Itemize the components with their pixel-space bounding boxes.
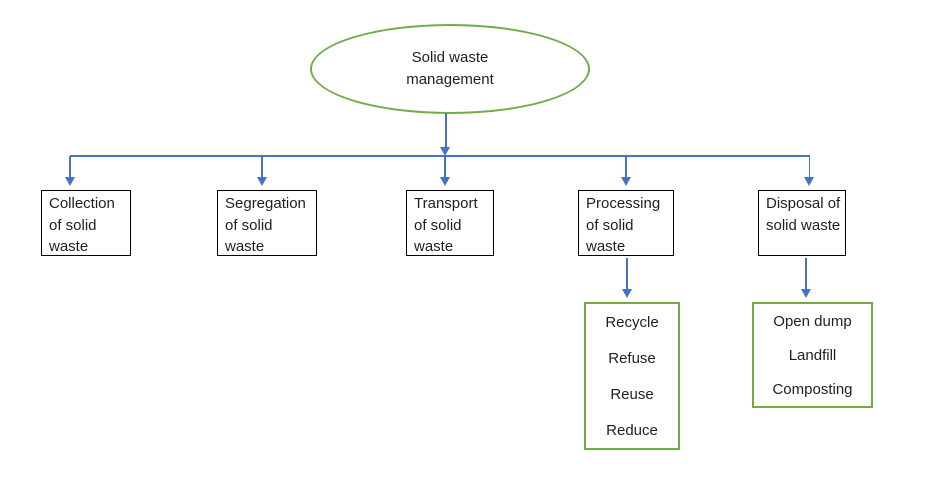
connector-processing-to-methods-arrowhead — [621, 289, 632, 298]
connector-disposal-to-methods-arrowhead — [800, 289, 811, 298]
stage-box-segregation-label: Segregation of solid waste — [225, 195, 306, 255]
disposal-method-composting: Composting — [772, 380, 853, 398]
connector-drop-disposal-arrowhead — [803, 177, 814, 186]
processing-method-reduce: Reduce — [606, 421, 658, 439]
connector-drop-segregation — [261, 156, 263, 177]
disposal-method-open-dump: Open dump — [773, 312, 852, 330]
leaf-box-disposal-methods: Open dump Landfill Composting — [752, 302, 873, 408]
connector-drop-disposal — [808, 156, 810, 177]
stage-box-segregation: Segregation of solid waste — [217, 190, 317, 256]
root-node-label: Solid waste management — [406, 49, 494, 88]
connector-drop-collection — [69, 156, 71, 177]
connector-root-arrowhead — [439, 147, 450, 156]
connector-drop-transport-arrowhead — [439, 177, 450, 186]
stage-box-collection-label: Collection of solid waste — [49, 195, 115, 255]
processing-method-reuse: Reuse — [610, 385, 654, 403]
processing-method-refuse: Refuse — [608, 349, 656, 367]
connector-branch-line — [70, 155, 810, 157]
stage-box-disposal-label: Disposal of solid waste — [766, 195, 841, 234]
stage-box-transport: Transport of solid waste — [406, 190, 494, 256]
disposal-method-landfill: Landfill — [788, 346, 837, 364]
leaf-box-processing-methods: Recycle Refuse Reuse Reduce — [584, 302, 680, 450]
connector-drop-collection-arrowhead — [64, 177, 75, 186]
connector-drop-segregation-arrowhead — [256, 177, 267, 186]
stage-box-transport-label: Transport of solid waste — [414, 195, 478, 255]
connector-drop-transport — [444, 156, 446, 177]
stage-box-processing-label: Processing of solid waste — [586, 195, 661, 255]
root-node-solid-waste-management: Solid waste management — [310, 24, 590, 114]
connector-drop-processing-arrowhead — [620, 177, 631, 186]
connector-drop-processing — [625, 156, 627, 177]
stage-box-processing: Processing of solid waste — [578, 190, 674, 256]
connector-processing-to-methods — [626, 258, 628, 289]
processing-method-recycle: Recycle — [605, 313, 659, 331]
stage-box-disposal: Disposal of solid waste — [758, 190, 846, 256]
connector-root-stem — [445, 113, 447, 147]
connector-disposal-to-methods — [805, 258, 807, 289]
stage-box-collection: Collection of solid waste — [41, 190, 131, 256]
